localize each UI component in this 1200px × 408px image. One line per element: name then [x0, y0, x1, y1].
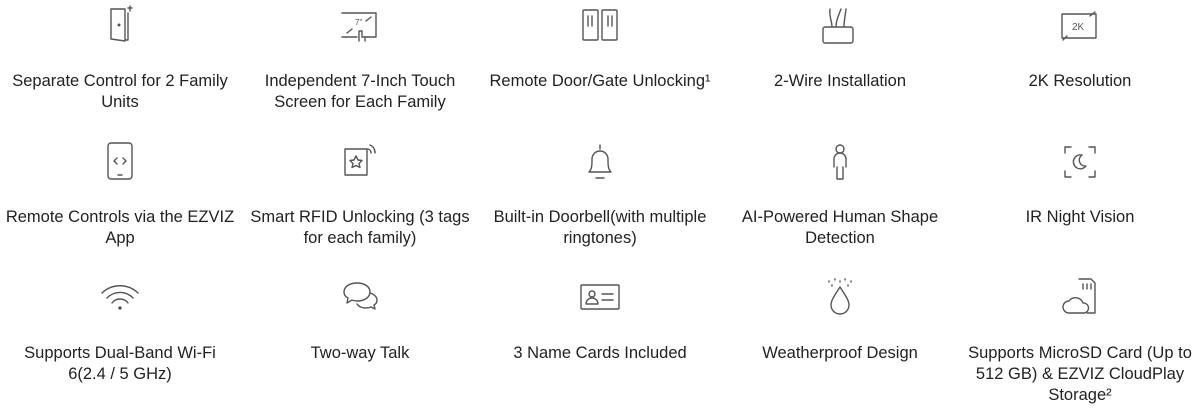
- two-wire-icon: [817, 3, 863, 49]
- gate-icon: [577, 3, 623, 49]
- sd-cloud-icon: [1057, 275, 1103, 321]
- feature-night-vision: IR Night Vision: [960, 136, 1200, 272]
- feature-2k: 2K 2K Resolution: [960, 0, 1200, 136]
- remote-app-icon: [97, 139, 143, 185]
- night-vision-icon: [1057, 139, 1103, 185]
- feature-wifi: Supports Dual-Band Wi-Fi 6(2.4 / 5 GHz): [0, 272, 240, 408]
- svg-text:7": 7": [355, 18, 362, 27]
- feature-name-cards: 3 Name Cards Included: [480, 272, 720, 408]
- feature-label: Built-in Doorbell(with multiple ringtone…: [493, 208, 707, 247]
- feature-label: 2-Wire Installation: [773, 72, 907, 90]
- wifi-icon: [97, 275, 143, 321]
- chat-icon: [337, 275, 383, 321]
- svg-text:2K: 2K: [1072, 22, 1085, 33]
- feature-remote-unlock: Remote Door/Gate Unlocking¹: [480, 0, 720, 136]
- feature-storage: Supports MicroSD Card (Up to 512 GB) & E…: [960, 272, 1200, 408]
- feature-remote-app: Remote Controls via the EZVIZ App: [0, 136, 240, 272]
- feature-label: Supports Dual-Band Wi-Fi 6(2.4 / 5 GHz): [24, 344, 216, 383]
- feature-label: Remote Door/Gate Unlocking¹: [489, 72, 711, 90]
- touch-screen-icon: 7": [337, 3, 383, 49]
- feature-label: Supports MicroSD Card (Up to 512 GB) & E…: [968, 344, 1192, 404]
- feature-label: Weatherproof Design: [762, 344, 918, 362]
- water-drop-icon: [817, 275, 863, 321]
- rfid-icon: [337, 139, 383, 185]
- name-card-icon: [577, 275, 623, 321]
- feature-label: Remote Controls via the EZVIZ App: [5, 208, 235, 247]
- feature-label: 3 Name Cards Included: [513, 344, 687, 362]
- feature-label: Separate Control for 2 Family Units: [12, 72, 228, 111]
- feature-label: 2K Resolution: [1028, 72, 1132, 90]
- bell-icon: [577, 139, 623, 185]
- feature-human-detect: AI-Powered Human Shape Detection: [720, 136, 960, 272]
- feature-label: Two-way Talk: [310, 344, 410, 362]
- door-icon: [97, 3, 143, 49]
- feature-label: Smart RFID Unlocking (3 tags for each fa…: [250, 208, 470, 247]
- feature-label: Independent 7-Inch Touch Screen for Each…: [264, 72, 456, 111]
- human-shape-icon: [817, 139, 863, 185]
- feature-label: AI-Powered Human Shape Detection: [741, 208, 939, 247]
- feature-two-wire: 2-Wire Installation: [720, 0, 960, 136]
- 2k-icon: 2K: [1057, 3, 1103, 49]
- feature-label: IR Night Vision: [1025, 208, 1135, 226]
- feature-weatherproof: Weatherproof Design: [720, 272, 960, 408]
- feature-touch-screen: 7" Independent 7-Inch Touch Screen for E…: [240, 0, 480, 136]
- feature-two-way-talk: Two-way Talk: [240, 272, 480, 408]
- feature-separate-control: Separate Control for 2 Family Units: [0, 0, 240, 136]
- feature-rfid: Smart RFID Unlocking (3 tags for each fa…: [240, 136, 480, 272]
- feature-doorbell: Built-in Doorbell(with multiple ringtone…: [480, 136, 720, 272]
